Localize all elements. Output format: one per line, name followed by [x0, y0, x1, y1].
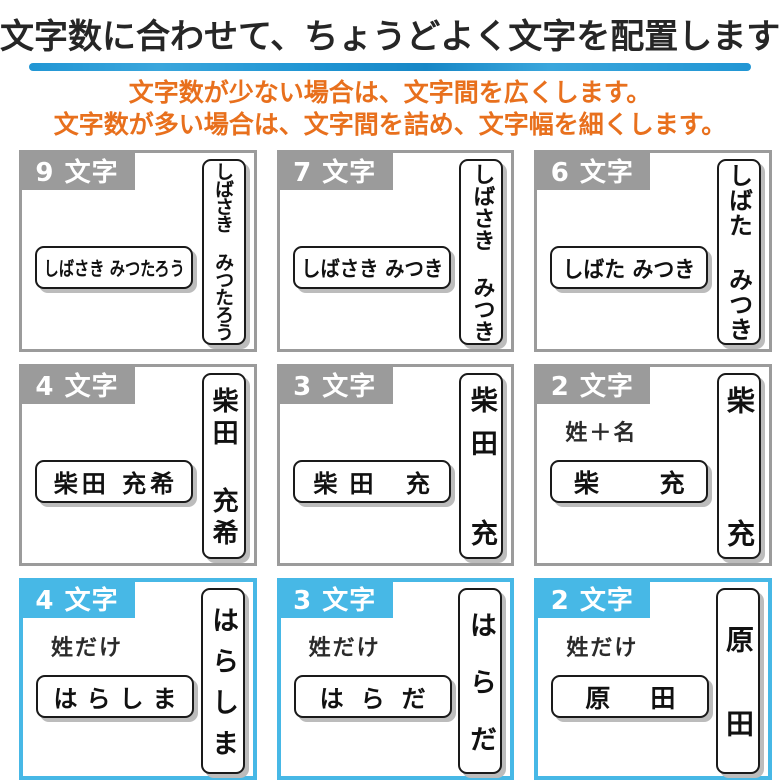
- vertical-name-plate: 柴 充: [717, 373, 761, 559]
- horizontal-name-text: しばた みつき: [562, 257, 696, 283]
- horizontal-name-plate: 柴田 充: [292, 460, 451, 503]
- page-title: 文字数に合わせて、ちょうどよく文字を配置します: [0, 17, 780, 57]
- vertical-name-text: はらしま: [207, 606, 239, 770]
- vertical-name-text: しばた みつき: [724, 163, 753, 342]
- example-cell-7chars: 7 文字 しばさき みつき しばさき みつき: [276, 150, 515, 352]
- vertical-name-plate: しばさき みつき: [459, 159, 504, 345]
- horizontal-name-text: しばさき みつたろう: [43, 258, 185, 280]
- note-label: 姓だけ: [308, 636, 381, 661]
- product-info-graphic: 文字数に合わせて、ちょうどよく文字を配置します 文字数が少ない場合は、文字間を広…: [0, 9, 780, 780]
- note-label: 姓＋名: [565, 421, 638, 446]
- vertical-name-text: しばさき みつたろう: [212, 162, 235, 341]
- horizontal-name-plate: 柴 充: [550, 460, 709, 503]
- vertical-name-text: 柴 充: [723, 385, 756, 559]
- horizontal-name-text: 柴 充: [573, 468, 709, 498]
- horizontal-name-plate: しばさき みつき: [292, 246, 451, 289]
- title-underline: [29, 63, 751, 71]
- horizontal-name-plate: はらしま: [36, 675, 194, 718]
- horizontal-name-text: しばさき みつき: [300, 256, 443, 281]
- vertical-name-text: しばさき みつき: [469, 162, 495, 342]
- horizontal-name-plate: しばた みつき: [550, 246, 709, 289]
- subtitle-line-2: 文字数が多い場合は、文字間を詰め、文字幅を細くします。: [53, 110, 727, 139]
- horizontal-name-text: はらだ: [319, 685, 443, 713]
- char-count-badge: 3 文字: [276, 364, 393, 404]
- example-cell-3chars: 3 文字 柴田 充 柴田 充: [276, 364, 515, 566]
- note-label: 姓だけ: [566, 636, 639, 661]
- char-count-badge: 4 文字: [19, 578, 135, 618]
- horizontal-name-text: 柴田 充希: [53, 470, 179, 498]
- vertical-name-text: 柴田 充希: [208, 387, 239, 551]
- example-cell-6chars: 6 文字 しばた みつき しばた みつき: [534, 150, 772, 352]
- example-cell-2chars-fullname: 2 文字 姓＋名 柴 充 柴 充: [534, 364, 772, 566]
- vertical-name-text: 原田: [722, 625, 755, 774]
- example-cell-2chars-surname: 2 文字 姓だけ 原田 原田: [534, 578, 772, 780]
- horizontal-name-plate: はらだ: [293, 675, 452, 718]
- horizontal-name-text: 柴田 充: [313, 470, 442, 498]
- horizontal-name-text: はらしま: [53, 685, 186, 713]
- vertical-name-plate: 柴田 充: [459, 373, 504, 559]
- horizontal-name-text: 原田: [585, 683, 710, 713]
- char-count-badge: 3 文字: [276, 578, 393, 618]
- horizontal-name-plate: 柴田 充希: [35, 460, 193, 503]
- vertical-name-plate: しばた みつき: [717, 159, 761, 345]
- vertical-name-plate: はらだ: [458, 588, 503, 774]
- example-cell-3chars-surname: 3 文字 姓だけ はらだ はらだ: [276, 578, 515, 780]
- horizontal-name-plate: しばさき みつたろう: [35, 246, 193, 289]
- char-count-badge: 6 文字: [534, 150, 651, 190]
- note-label: 姓だけ: [51, 636, 124, 661]
- vertical-name-plate: 原田: [716, 588, 760, 774]
- vertical-name-text: 柴田 充: [465, 386, 497, 559]
- example-grid: 9 文字 しばさき みつたろう しばさき みつたろう 7 文字 しばさき みつき…: [19, 150, 772, 780]
- vertical-name-plate: 柴田 充希: [201, 373, 246, 559]
- example-cell-4chars-surname: 4 文字 姓だけ はらしま はらしま: [19, 578, 257, 780]
- subtitle-line-1: 文字数が少ない場合は、文字間を広くします。: [128, 78, 652, 107]
- vertical-name-plate: しばさき みつたろう: [201, 159, 246, 345]
- char-count-badge: 2 文字: [534, 364, 651, 404]
- horizontal-name-plate: 原田: [551, 675, 710, 718]
- char-count-badge: 9 文字: [19, 150, 135, 190]
- char-count-badge: 4 文字: [19, 364, 135, 404]
- vertical-name-plate: はらしま: [200, 588, 245, 774]
- char-count-badge: 2 文字: [534, 578, 651, 618]
- char-count-badge: 7 文字: [276, 150, 393, 190]
- vertical-name-text: はらだ: [464, 610, 496, 774]
- example-cell-4chars: 4 文字 柴田 充希 柴田 充希: [19, 364, 257, 566]
- example-cell-9chars: 9 文字 しばさき みつたろう しばさき みつたろう: [19, 150, 257, 352]
